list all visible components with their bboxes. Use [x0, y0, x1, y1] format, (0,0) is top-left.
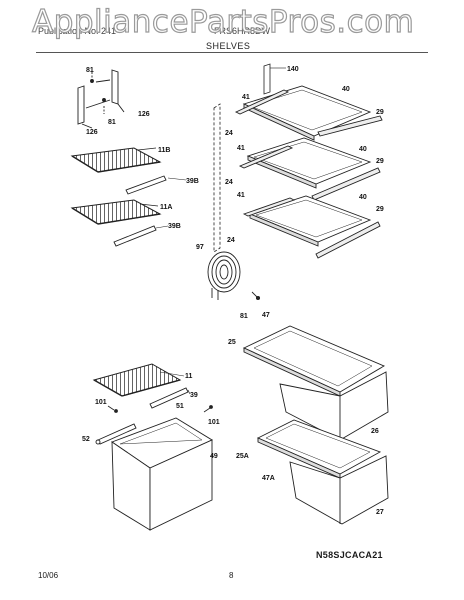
- callout-11b: 11B: [158, 147, 170, 154]
- callout-126-left: 126: [86, 129, 98, 136]
- callout-39b-upper: 39B: [186, 178, 199, 185]
- bracket-assembly: [77, 69, 125, 129]
- callout-101-left: 101: [95, 399, 107, 406]
- callout-40-a: 40: [342, 86, 350, 93]
- crisper-cover-lower: [256, 419, 382, 479]
- shelf-trim-39: [149, 387, 191, 409]
- footer-page-number: 8: [229, 571, 234, 580]
- callout-140: 140: [287, 66, 299, 73]
- callout-81-mid: 81: [108, 119, 116, 126]
- callout-25: 25: [228, 339, 236, 346]
- callout-101-right: 101: [208, 419, 220, 426]
- callout-27: 27: [376, 509, 384, 516]
- callout-29-b: 29: [376, 158, 384, 165]
- callout-24-b: 24: [225, 179, 233, 186]
- shelf-rails: [213, 63, 286, 253]
- wire-shelf-11: [92, 363, 185, 397]
- diagram-code: N58SJCACA21: [316, 550, 383, 560]
- wire-shelf-11b: [70, 147, 162, 173]
- callout-97: 97: [196, 244, 204, 251]
- document-header: Publication No. 241 FRS6HR5DW: [36, 26, 428, 50]
- bin-slide-52: [95, 423, 137, 445]
- storage-bin-49: [111, 417, 213, 531]
- glass-shelf-upper: [234, 85, 383, 141]
- crisper-drawer-upper: [279, 371, 389, 441]
- callout-41-a: 41: [242, 94, 250, 101]
- callout-81-coil: 81: [240, 313, 248, 320]
- callout-41-c: 41: [237, 192, 245, 199]
- callout-24-a: 24: [225, 130, 233, 137]
- callout-24-c: 24: [227, 237, 235, 244]
- callout-29-a: 29: [376, 109, 384, 116]
- callout-11a: 11A: [160, 204, 172, 211]
- crisper-drawer-lower: [289, 455, 389, 525]
- callout-39: 39: [190, 392, 198, 399]
- callout-52: 52: [82, 436, 90, 443]
- callout-40-b: 40: [359, 146, 367, 153]
- callout-126-right: 126: [138, 111, 150, 118]
- callout-11: 11: [185, 373, 193, 380]
- condenser-coil-97: [207, 251, 261, 301]
- shelf-trim-39b-lower: [113, 225, 169, 247]
- screws-101: [107, 405, 213, 413]
- callout-81-top: 81: [86, 67, 94, 74]
- footer-date: 10/06: [38, 571, 59, 580]
- publication-label: Publication No. 241: [38, 26, 117, 36]
- callout-41-b: 41: [237, 145, 245, 152]
- callout-29-c: 29: [376, 206, 384, 213]
- glass-shelf-middle: [238, 137, 381, 201]
- callout-25a: 25A: [236, 453, 249, 460]
- header-rule: [36, 52, 428, 53]
- callout-40-c: 40: [359, 194, 367, 201]
- callout-49: 49: [210, 453, 218, 460]
- callout-39b-lower: 39B: [168, 223, 181, 230]
- wire-shelf-11a: [70, 199, 162, 225]
- callout-47: 47: [262, 312, 270, 319]
- callout-47a: 47A: [262, 475, 275, 482]
- callout-26: 26: [371, 428, 379, 435]
- glass-shelf-lower: [242, 195, 381, 259]
- model-label: FRS6HR5DW: [214, 26, 271, 36]
- section-title: SHELVES: [206, 41, 251, 51]
- shelf-trim-39b-upper: [125, 175, 187, 195]
- watermark: AppliancePartsPros.com: [31, 3, 415, 40]
- callout-51: 51: [176, 403, 184, 410]
